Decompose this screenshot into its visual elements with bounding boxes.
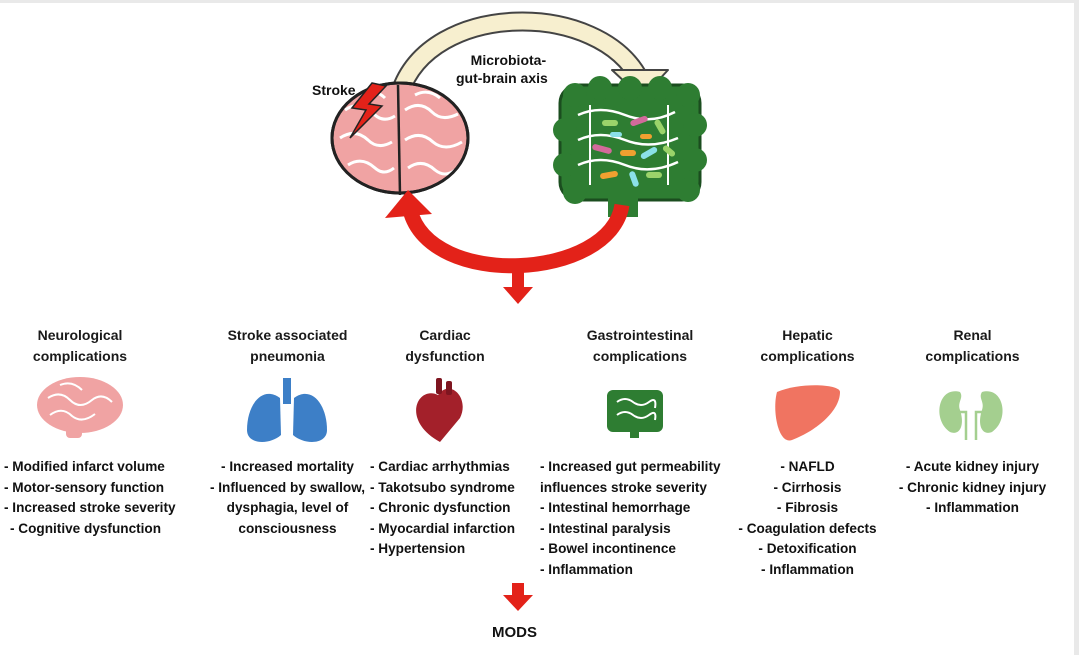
mods-arrow: [503, 583, 533, 611]
header-line: complications: [760, 347, 855, 364]
list-item: - Acute kidney injury: [905, 459, 1040, 474]
list-item: - Intestinal paralysis: [540, 520, 671, 536]
list-item: - Inflammation: [926, 500, 1019, 515]
list-item: - Chronic dysfunction: [370, 500, 511, 515]
liver-icon: [775, 385, 840, 441]
mods-label: MODS: [492, 624, 537, 641]
header-gastrointestinal: Gastrointestinal complications: [565, 325, 715, 366]
header-cardiac: Cardiac dysfunction: [375, 325, 515, 366]
stroke-label: Stroke: [312, 82, 356, 98]
header-line: Neurological: [37, 327, 123, 343]
kidneys-icon: [939, 391, 1003, 440]
brain-illustration: [330, 81, 470, 196]
list-gastrointestinal: - Increased gut permeability influences …: [540, 457, 721, 580]
list-item: - Increased stroke severity: [4, 500, 176, 515]
header-line: Hepatic: [782, 327, 833, 343]
brain-icon: [37, 377, 123, 438]
header-neurological: Neurological complications: [0, 325, 160, 366]
list-item: - Hypertension: [370, 541, 466, 556]
list-item: - Increased gut permeability: [540, 459, 721, 474]
list-neurological: - Modified infarct volume - Motor-sensor…: [4, 457, 176, 539]
lungs-icon: [247, 378, 327, 442]
gut-illustration: [553, 76, 707, 217]
list-item: - Chronic kidney injury: [898, 479, 1047, 495]
list-renal: - Acute kidney injury - Chronic kidney i…: [890, 457, 1055, 519]
header-renal: Renal complications: [905, 325, 1040, 366]
list-item: - Bowel incontinence: [540, 541, 676, 556]
header-line: complications: [592, 347, 688, 364]
list-item: - Modified infarct volume: [4, 459, 165, 474]
header-line: Gastrointestinal: [586, 327, 694, 343]
list-item: - Cirrhosis: [773, 479, 842, 495]
list-item: consciousness: [238, 520, 337, 536]
header-line: Stroke associated: [227, 327, 348, 343]
list-item: - Myocardial infarction: [370, 520, 516, 536]
list-pneumonia: - Increased mortality - Influenced by sw…: [200, 457, 375, 539]
list-item: - Cognitive dysfunction: [10, 520, 162, 536]
list-hepatic: - NAFLD - Cirrhosis - Fibrosis - Coagula…: [730, 457, 885, 580]
list-item: - Fibrosis: [776, 500, 839, 515]
list-item: - Inflammation: [761, 561, 854, 577]
list-item: - Takotsubo syndrome: [370, 479, 515, 495]
list-item: - NAFLD: [780, 459, 835, 474]
header-line: complications: [32, 347, 128, 364]
bacteria-group: [592, 115, 676, 187]
list-item: dysphagia, level of: [226, 500, 349, 515]
header-line: Cardiac: [419, 327, 471, 343]
list-item: - Detoxification: [758, 541, 857, 556]
heart-icon: [416, 378, 463, 442]
list-item: - Cardiac arrhythmias: [370, 459, 510, 474]
list-cardiac: - Cardiac arrhythmias - Takotsubo syndro…: [370, 457, 515, 560]
axis-label-line2: gut-brain axis: [456, 70, 548, 86]
axis-label-line1: Microbiota-: [470, 52, 547, 68]
header-line: complications: [925, 347, 1020, 364]
list-item: - Inflammation: [540, 561, 633, 577]
list-item: - Increased mortality: [221, 459, 354, 474]
header-line: pneumonia: [250, 347, 325, 364]
list-item: influences stroke severity: [540, 479, 707, 495]
header-hepatic: Hepatic complications: [740, 325, 875, 366]
header-pneumonia: Stroke associated pneumonia: [205, 325, 370, 366]
feedback-arrow: [385, 190, 630, 304]
list-item: - Coagulation defects: [738, 520, 877, 536]
list-item: - Motor-sensory function: [4, 479, 165, 495]
header-line: dysfunction: [405, 347, 485, 364]
axis-label: Microbiota- gut-brain axis: [456, 51, 548, 87]
lightning-bolt-icon: [349, 82, 388, 139]
list-item: - Influenced by swallow,: [209, 479, 366, 495]
intestine-icon: [607, 390, 663, 438]
list-item: - Intestinal hemorrhage: [540, 500, 691, 515]
header-line: Renal: [953, 327, 992, 343]
